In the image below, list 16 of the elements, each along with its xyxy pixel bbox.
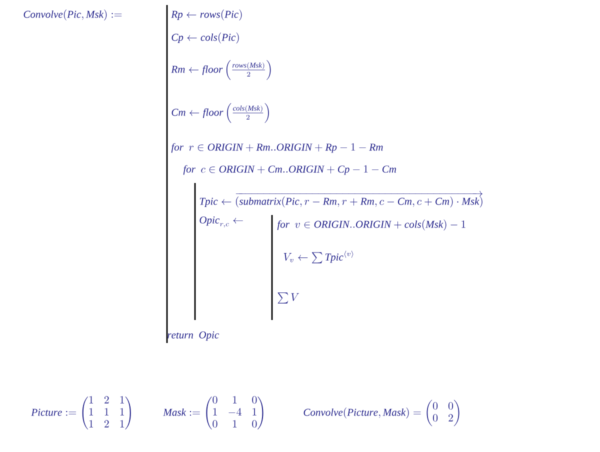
formula: $\mathit{Rm} \leftarrow \mathit{floor}\left(\frac{\mathit{rows}(\mathit{Msk})}{2}\right)$ bbox=[171, 60, 271, 80]
formula: $\mathit{Cm} \leftarrow \mathit{floor}\left(\frac{\mathit{cols}(\mathit{Msk})}{2}\right)$ bbox=[172, 103, 269, 123]
formula: $\mathit{Cp} \leftarrow \mathit{cols}(\mathit{Pic})$ bbox=[172, 32, 239, 44]
formula: $\mathit{for}\ \ c \in \mathit{ORIGIN} + \mathit{Cm} .. \mathit{ORIGIN} + \mathit{Cp} - 1 - \mathit{Cm}$ bbox=[183, 165, 396, 175]
formula: $\mathit{Mask} := \begin{pmatrix}0 & 1 & 0\\ 1 & -4 & 1\\ 0 & 1 & 0\end{pmatrix}$ bbox=[163, 396, 264, 430]
formula: $\mathit{for}\ \ r \in \mathit{ORIGIN} + \mathit{Rm} .. \mathit{ORIGIN} + \mathit{Rp} - 1 - \mathit{Rm}$ bbox=[171, 143, 383, 153]
formula: $\sum V$ bbox=[278, 292, 299, 304]
formula: $\mathit{return}\ \ \mathit{Opic}$ bbox=[168, 331, 219, 341]
formula: $\mathit{Rp} \leftarrow \mathit{rows}(\mathit{Pic})$ bbox=[171, 10, 242, 20]
formula: $\mathit{Opic}_{r,c} \leftarrow$ bbox=[200, 216, 243, 228]
formula: $\mathit{Picture} := \begin{pmatrix}1 & 2 & 1\\ 1 & 1 & 1\\ 1 & 2 & 1\end{pmatrix}$ bbox=[31, 396, 131, 430]
formula: $\mathit{Convolve}(\mathit{Pic},\mathit{Msk}) :=$ bbox=[24, 10, 122, 20]
formula: $\mathit{Convolve}(\mathit{Picture},\mathit{Mask}) = \begin{pmatrix}0 & 0\\ 0 & 2\end{pmatrix}$ bbox=[304, 400, 460, 426]
formula: $\mathit{Tpic} \leftarrow \overrightarrow{(\mathit{submatrix}(\mathit{Pic},r - \mathit{Rm},r + \mathit{Rm},c - \mathit{Cm},c + \mathit{Cm})\cdot \mathit{Msk})}$ bbox=[200, 190, 482, 208]
formula: $\mathit{for}\ \ v \in \mathit{ORIGIN} .. \mathit{ORIGIN} + \mathit{cols}(\mathit{Msk}) - 1$ bbox=[277, 220, 466, 230]
formula: $V_v \leftarrow \sum \mathit{Tpic}^{\langle v\rangle}$ bbox=[284, 250, 354, 264]
